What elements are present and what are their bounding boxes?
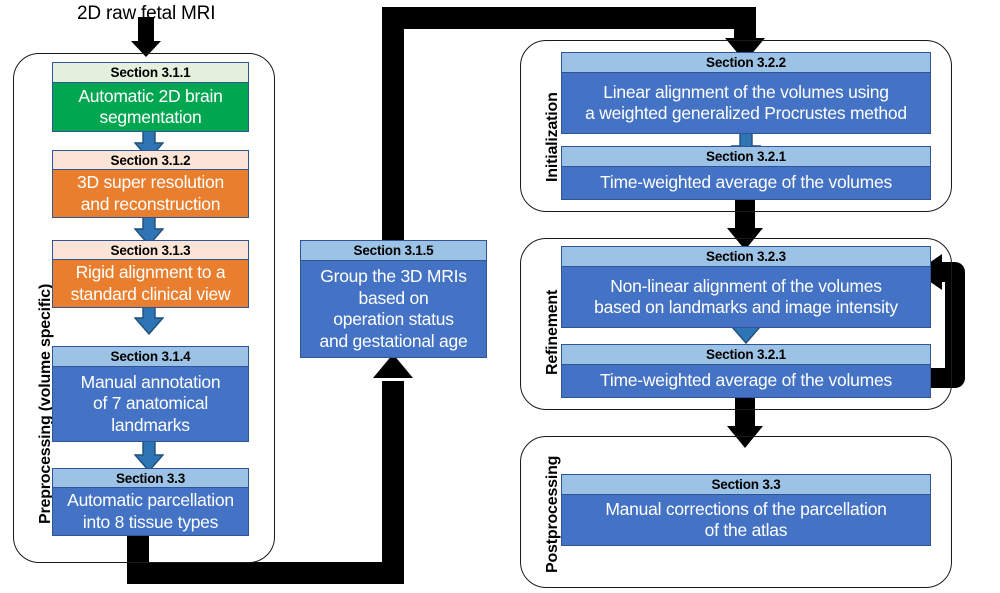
node-body: Linear alignment of the volumes using a … [562,73,930,133]
node-body: Automatic parcellation into 8 tissue typ… [53,488,248,535]
node-section-3-2-1-init[interactable]: Section 3.2.1 Time-weighted average of t… [561,146,931,200]
group-refinement [520,238,952,410]
node-section-3-2-3[interactable]: Section 3.2.3 Non-linear alignment of th… [561,246,931,328]
node-header: Section 3.2.2 [562,53,930,73]
node-header: Section 3.1.5 [301,241,486,261]
input-label: 2D raw fetal MRI [77,3,216,24]
node-body: Time-weighted average of the volumes [562,365,930,397]
node-section-3-2-2[interactable]: Section 3.2.2 Linear alignment of the vo… [561,52,931,134]
node-header: Section 3.2.1 [562,147,930,167]
group-initialization [520,40,952,212]
node-section-3-1-1[interactable]: Section 3.1.1 Automatic 2D brain segment… [52,62,249,132]
connector-initialization-to-refinement [727,200,763,250]
node-body: Rigid alignment to a standard clinical v… [53,260,248,307]
node-header: Section 3.3 [53,469,248,488]
input-arrow-shape [131,17,161,57]
node-body: Non-linear alignment of the volumes base… [562,267,930,327]
node-section-3-1-3[interactable]: Section 3.1.3 Rigid alignment to a stand… [52,240,249,308]
node-header: Section 3.2.1 [562,345,930,365]
group-refinement-label: Refinement [544,289,561,375]
node-body: Group the 3D MRIs based on operation sta… [301,261,486,357]
node-section-3-1-2[interactable]: Section 3.1.2 3D super resolution and re… [52,150,249,218]
connector-grouping-to-initialization [382,7,765,240]
node-body: Automatic 2D brain segmentation [53,83,248,131]
node-body: Time-weighted average of the volumes [562,167,930,199]
node-header: Section 3.3 [562,475,930,495]
node-header: Section 3.1.3 [53,241,248,260]
group-postprocessing [520,436,952,588]
group-preprocessing [13,53,275,563]
node-section-3-1-4[interactable]: Section 3.1.4 Manual annotation of 7 ana… [52,346,249,442]
group-postprocessing-label: Postprocessing [544,455,561,573]
node-section-3-3-corrections[interactable]: Section 3.3 Manual corrections of the pa… [561,474,931,546]
node-header: Section 3.1.4 [53,347,248,367]
node-section-3-2-1-refine[interactable]: Section 3.2.1 Time-weighted average of t… [561,344,931,398]
node-body: Manual corrections of the parcellation o… [562,495,930,545]
group-initialization-label: Initialization [544,92,561,182]
node-body: 3D super resolution and reconstruction [53,170,248,217]
node-header: Section 3.1.2 [53,151,248,170]
connector-parcellation-to-grouping [127,354,413,584]
arrow-314-to-33a [134,440,164,472]
node-section-3-1-5[interactable]: Section 3.1.5 Group the 3D MRIs based on… [300,240,487,358]
connector-refinement-to-postprocessing [727,398,763,448]
node-header: Section 3.2.3 [562,247,930,267]
node-body: Manual annotation of 7 anatomical landma… [53,367,248,441]
node-header: Section 3.1.1 [53,63,248,83]
node-section-3-3-parcellation[interactable]: Section 3.3 Automatic parcellation into … [52,468,249,536]
